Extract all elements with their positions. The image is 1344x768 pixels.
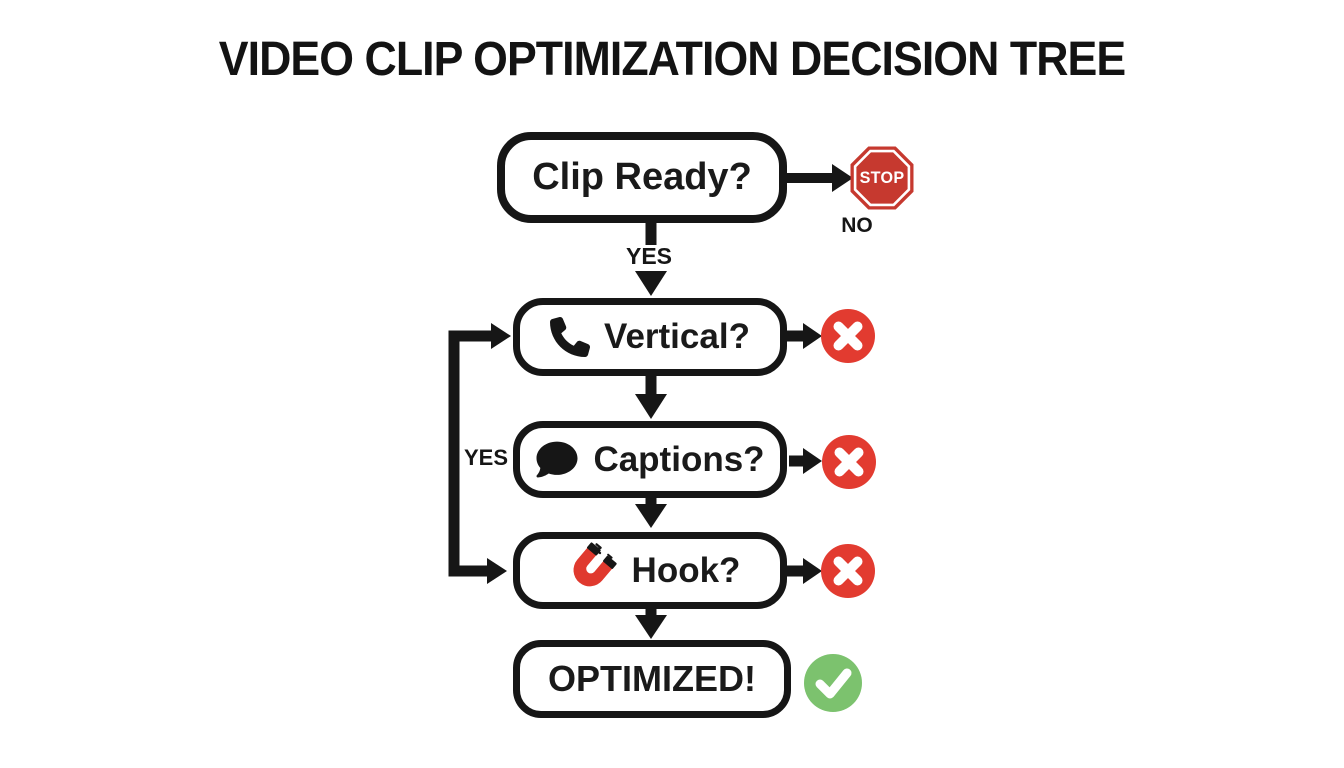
node-clip-ready-label: Clip Ready? — [532, 156, 752, 198]
x-circle-icon — [821, 544, 875, 598]
node-hook: Hook? — [513, 532, 787, 609]
x-circle-icon — [822, 435, 876, 489]
edge-label-yes-loop: YES — [463, 445, 509, 470]
node-vertical-label: Vertical? — [604, 317, 750, 356]
page-title: VIDEO CLIP OPTIMIZATION DECISION TREE — [218, 33, 1126, 86]
arrowhead-right-icon — [803, 323, 822, 349]
arrowhead-down-icon — [635, 271, 667, 296]
check-circle-icon — [804, 654, 862, 712]
stop-sign-icon: STOP — [849, 145, 915, 211]
node-clip-ready: Clip Ready? — [497, 132, 787, 223]
edge-yes-loop — [448, 330, 493, 577]
x-circle-icon — [821, 309, 875, 363]
node-captions: Captions? — [513, 421, 787, 498]
node-optimized-label: OPTIMIZED! — [548, 658, 756, 699]
phone-icon — [550, 317, 591, 357]
node-captions-label: Captions? — [593, 439, 765, 479]
stop-sign-label: STOP — [859, 168, 905, 187]
arrowhead-right-icon — [487, 558, 507, 584]
edge-label-yes: YES — [625, 243, 673, 269]
magnet-icon — [560, 541, 618, 600]
arrowhead-down-icon — [635, 394, 667, 419]
arrowhead-down-icon — [635, 615, 667, 639]
edge-label-no: NO — [841, 214, 873, 237]
arrowhead-right-icon — [803, 558, 822, 584]
node-optimized: OPTIMIZED! — [513, 640, 791, 718]
arrowhead-right-icon — [803, 448, 822, 474]
speech-bubble-icon — [535, 439, 579, 480]
arrowhead-down-icon — [635, 504, 667, 528]
arrowhead-right-icon — [491, 323, 511, 349]
arrowhead-right-icon — [832, 164, 853, 192]
node-vertical: Vertical? — [513, 298, 787, 376]
node-hook-label: Hook? — [631, 550, 741, 590]
